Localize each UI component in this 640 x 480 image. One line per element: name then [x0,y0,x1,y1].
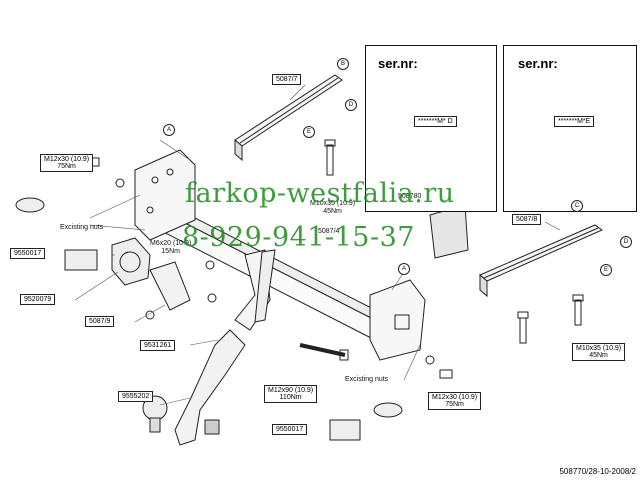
bolt-spec-m12x30-left: M12x30 (10.9) 75Nm [40,154,94,172]
part-label-9520079: 9520079 [20,294,56,305]
note-existing-nuts-right: Excisting nuts [345,376,389,383]
callout-a: A [163,124,175,136]
towball-neck [142,329,246,446]
note-existing-nuts-left: Excisting nuts [60,224,104,231]
socket-bracket [111,237,191,311]
serial-panel-d: ser.nr: *******M* D [365,45,497,212]
washer-pack-right [373,402,403,418]
bolt-torque: 110Nm [279,394,302,401]
part-label-9555202: 9555202 [118,391,154,402]
left-side-plate [134,149,196,241]
callout-b: B [337,58,349,70]
watermark-site: farkop-westfalia.ru [185,178,455,209]
bolt-m12x90 [299,343,349,361]
callout-e: E [600,264,612,276]
bracket-5087-8 [479,224,604,298]
panel-code: *******M*E [554,116,595,127]
watermark-phone: 8-929-941-15-37 [182,222,415,253]
callout-d: D [345,99,357,111]
panel-code: *******M* D [414,116,457,127]
right-side-plate [369,279,426,361]
bolt-torque: 75Nm [57,163,76,170]
cover-plate-a [64,249,98,271]
part-label-9531261: 9531261 [140,340,176,351]
part-label-5087-9: 5087/9 [85,316,115,327]
bracket-5087-7 [234,74,343,162]
cover-plate-b [329,419,361,441]
part-label-9550017-b: 9550017 [272,424,308,435]
plate-508780 [429,204,469,259]
bolt-size: M10x35 (10.9) [310,200,356,207]
bolt-torque: 15Nm [161,248,180,256]
part-label-5087-7: 5087/7 [272,74,302,85]
part-label-5087-4: 5087/4 [318,228,340,235]
bolt-size: M12x30 (10.9) [44,156,90,163]
footer-doc-id: 508770/28-10-2008/2 [559,467,636,476]
callout-e: E [303,126,315,138]
callout-a: A [398,263,410,275]
bolt-spec-m10x35-center: M10x35 (10.9) 45Nm [310,200,355,216]
washer-pack-left [15,197,45,213]
bolt-size: M12x90 (10.9) [268,387,314,394]
bolt-torque: 45Nm [323,208,342,216]
bolt-size: M10x35 (10.9) [576,345,622,352]
callout-c: C [571,200,583,212]
bolt-spec-m12x30-right: M12x30 (10.9) 75Nm [428,392,482,410]
center-drop-bracket [234,249,276,331]
small-fasteners [86,139,584,379]
bolt-torque: 45Nm [589,352,608,359]
serial-panel-e: ser.nr: *******M*E [503,45,637,212]
bolt-size: M6x20 (10.9) [150,240,192,247]
leader-lines [74,84,561,406]
part-label-9550017: 9550017 [10,248,46,259]
panel-title: ser.nr: [378,56,418,71]
callout-d: D [620,236,632,248]
part-label-5087-8: 5087/8 [512,214,542,225]
bolt-spec-m10x35-right: M10x35 (10.9) 45Nm [572,343,626,361]
part-label-508780: 508780 [398,193,422,200]
bolt-spec-m6x20: M6x20 (10.9) 15Nm [150,240,191,256]
bolt-size: M12x30 (10.9) [432,394,478,401]
panel-title: ser.nr: [518,56,558,71]
bolt-torque: 75Nm [445,401,464,408]
bolt-spec-m12x90: M12x90 (10.9) 110Nm [264,385,318,403]
